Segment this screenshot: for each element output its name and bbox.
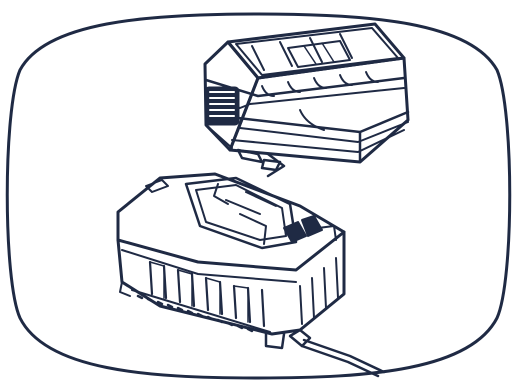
battery-pack <box>205 24 408 162</box>
power-cable <box>302 340 384 376</box>
charger <box>118 174 344 348</box>
